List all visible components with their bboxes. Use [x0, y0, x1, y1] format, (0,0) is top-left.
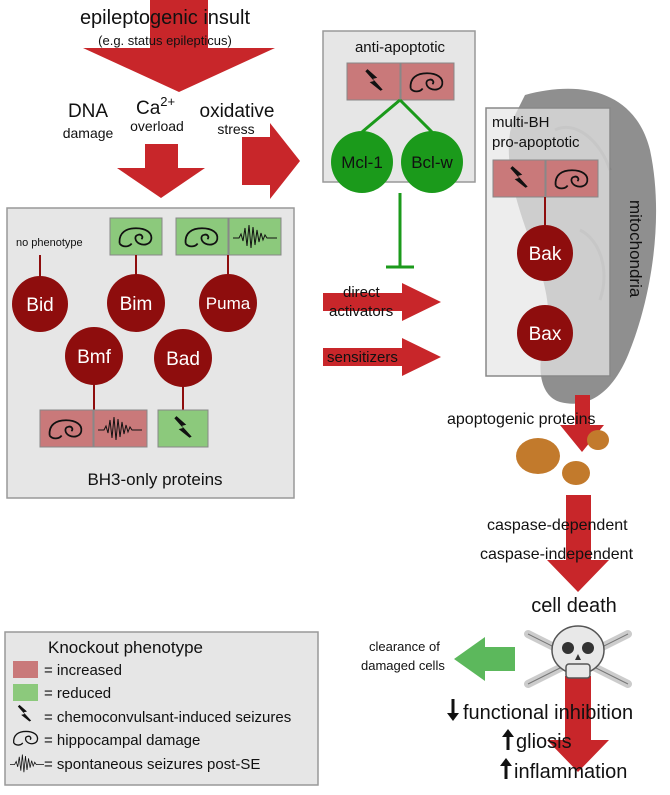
- legend-swatch-reduced: [13, 684, 38, 701]
- clearance-line1: clearance of: [369, 639, 440, 654]
- puma-phenotype-reduced-2: [228, 217, 282, 256]
- puma-node: [199, 274, 257, 332]
- ca-base: Ca: [136, 98, 161, 119]
- bmf-label: Bmf: [77, 347, 112, 368]
- arrow-caspase-down: [547, 495, 609, 592]
- up-arrow-icon: [500, 758, 512, 779]
- bax-label: Bax: [529, 324, 562, 345]
- bax-node: [517, 305, 573, 361]
- bid-node: [12, 276, 68, 332]
- bid-label: Bid: [26, 295, 53, 316]
- insult-subtitle: (e.g. status epilepticus): [98, 33, 232, 48]
- caspase-dependent-label: caspase-dependent: [487, 517, 628, 534]
- bak-label: Bak: [529, 244, 562, 265]
- arrow-down-bh3: [117, 144, 205, 198]
- mcl1-node: [331, 131, 393, 193]
- puma-label: Puma: [206, 294, 251, 313]
- apoptogenic-protein-3: [587, 430, 609, 450]
- arrow-direct-activators: [323, 283, 441, 321]
- trigger-ca: Ca2+: [136, 94, 175, 119]
- legend-item-increased: = increased: [44, 662, 122, 679]
- legend-item-hippocampal: = hippocampal damage: [44, 732, 200, 749]
- multi-bh-title: multi-BH: [492, 114, 550, 131]
- connector-anti-right: [398, 98, 434, 134]
- arrow-right-anti: [242, 123, 300, 199]
- trigger-oxidative-sub: stress: [217, 121, 254, 137]
- insult-arrow: [83, 0, 275, 92]
- bh3-only-box: [6, 207, 295, 499]
- skull-crossbones-icon: [524, 625, 632, 688]
- legend-item-seizures: = chemoconvulsant-induced seizures: [44, 709, 291, 726]
- gliosis-label: gliosis: [516, 731, 572, 753]
- connector-anti-left: [361, 98, 401, 134]
- bh3-only-label: BH3-only proteins: [87, 470, 222, 489]
- arrow-cell-death-down: [547, 676, 609, 772]
- bad-node: [154, 329, 212, 387]
- anti-apoptotic-title: anti-apoptotic: [355, 39, 446, 56]
- down-arrow-icon: [447, 699, 459, 721]
- activators-label: activators: [329, 303, 393, 320]
- bclw-label: Bcl-w: [411, 153, 453, 172]
- direct-label: direct: [343, 284, 381, 301]
- trigger-dna-sub: damage: [63, 125, 114, 141]
- multi-bh-subtitle: pro-apoptotic: [492, 134, 580, 151]
- mcl1-label: Mcl-1: [341, 153, 383, 172]
- caspase-independent-label: caspase-independent: [480, 546, 634, 563]
- bclw-node: [401, 131, 463, 193]
- inflammation-label: inflammation: [514, 761, 627, 783]
- legend-title: Knockout phenotype: [48, 638, 203, 657]
- trigger-ca-sub: overload: [130, 118, 184, 134]
- apoptogenic-label: apoptogenic proteins: [447, 411, 596, 428]
- no-phenotype-label: no phenotype: [16, 237, 83, 249]
- trigger-oxidative: oxidative: [200, 101, 275, 122]
- apoptogenic-protein-1: [516, 438, 560, 474]
- bim-node: [107, 274, 165, 332]
- functional-inhibition-label: functional inhibition: [463, 702, 633, 724]
- legend-box: [4, 631, 319, 786]
- legend-item-spontaneous: = spontaneous seizures post-SE: [44, 756, 260, 773]
- trigger-dna: DNA: [68, 101, 108, 122]
- bim-label: Bim: [120, 294, 153, 315]
- cell-death-label: cell death: [531, 595, 617, 617]
- apoptogenic-protein-2: [562, 461, 590, 485]
- bim-phenotype-reduced: [109, 217, 163, 256]
- clearance-line2: damaged cells: [361, 658, 445, 673]
- bak-node: [517, 225, 573, 281]
- mitochondria-label: mitochondria: [626, 200, 645, 298]
- arrow-clearance: [454, 637, 515, 681]
- bad-label: Bad: [166, 349, 200, 370]
- bmf-phenotype-increased-2: [93, 409, 148, 448]
- sensitizers-label: sensitizers: [327, 349, 398, 366]
- ca-superscript: 2+: [160, 94, 175, 109]
- arrow-sensitizers: [323, 338, 441, 376]
- insult-title: epileptogenic insult: [80, 7, 251, 29]
- bmf-node: [65, 327, 123, 385]
- up-arrow-icon: [502, 729, 514, 750]
- legend-swatch-increased: [13, 661, 38, 678]
- legend-item-reduced: = reduced: [44, 685, 111, 702]
